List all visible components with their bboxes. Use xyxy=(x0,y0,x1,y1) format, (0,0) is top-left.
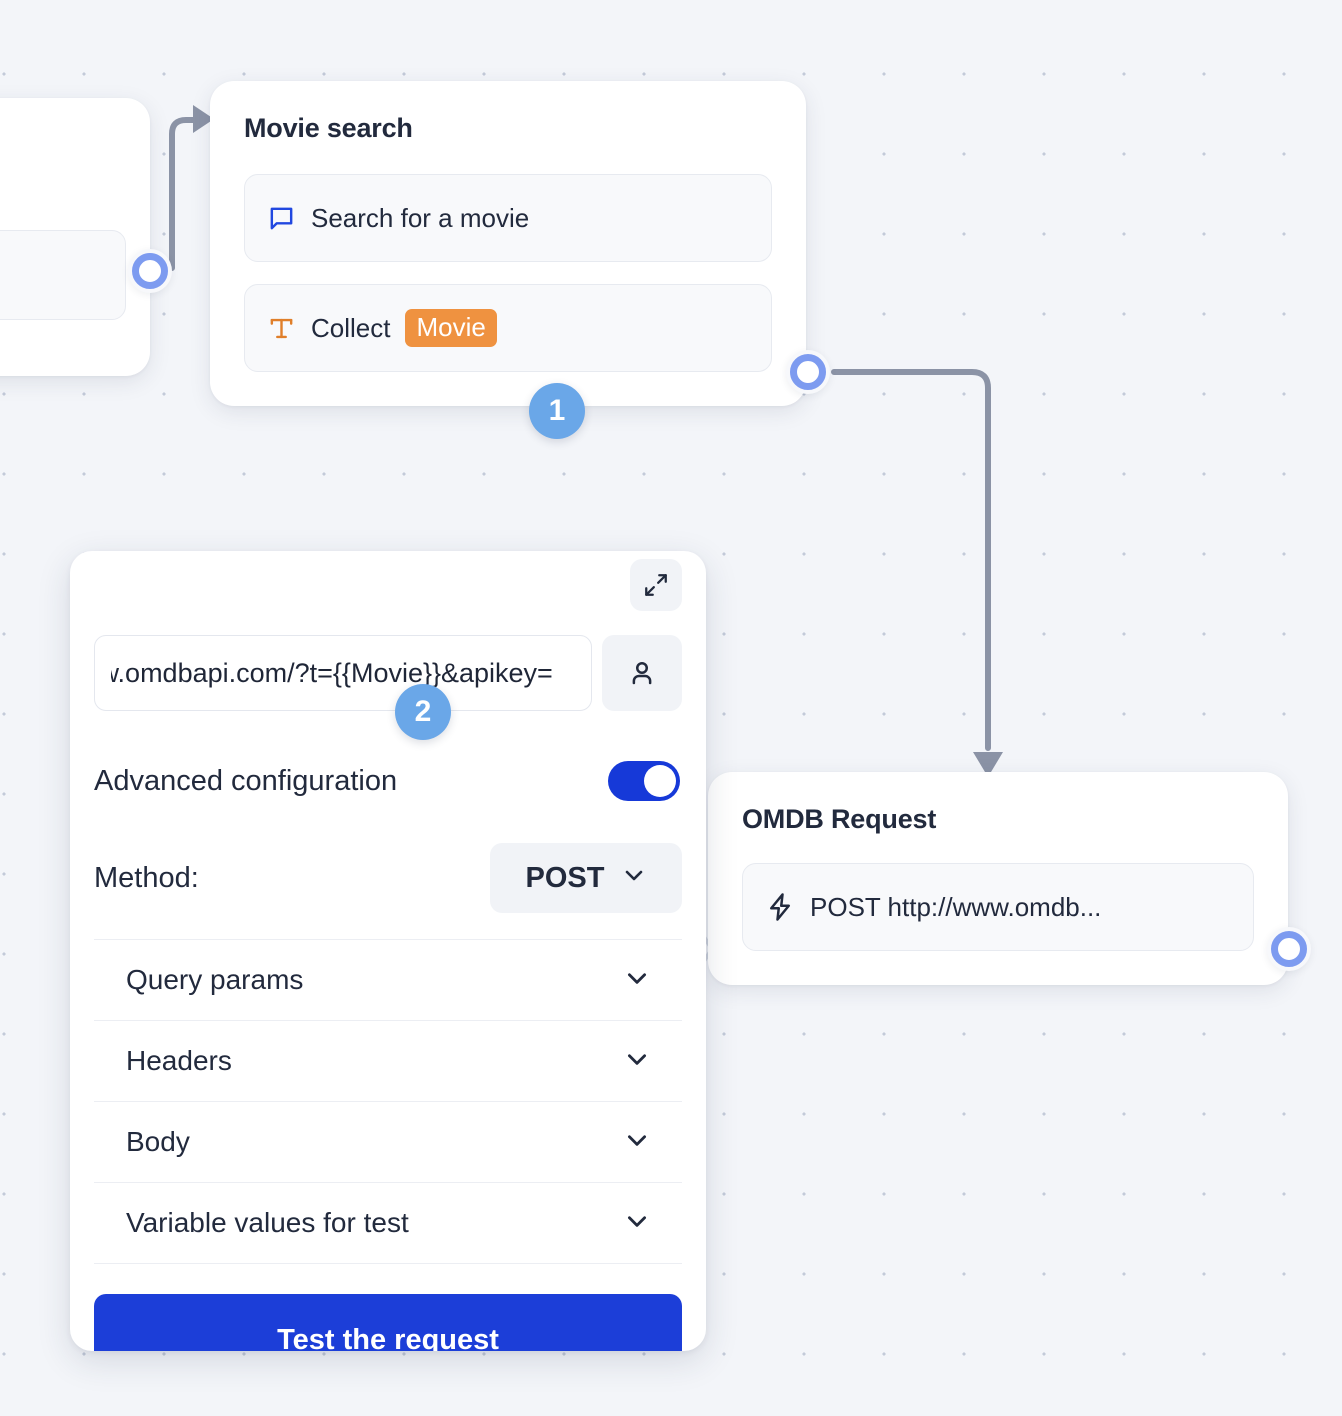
method-select[interactable]: POST xyxy=(490,843,682,913)
test-request-button[interactable]: Test the request xyxy=(94,1294,682,1351)
trigger-node[interactable] xyxy=(0,98,150,376)
omdb-request-row-label: POST http://www.omdb... xyxy=(810,891,1102,922)
accordion-headers[interactable]: Headers xyxy=(94,1021,682,1102)
accordion-query-params-label: Query params xyxy=(126,964,304,995)
method-row: Method: POST xyxy=(94,843,682,940)
edge-movie-to-omdb xyxy=(831,369,991,751)
movie-search-row-label: Search for a movie xyxy=(311,202,530,233)
handle-trigger-output[interactable] xyxy=(128,249,172,293)
lightning-bolt-icon xyxy=(765,892,795,922)
chevron-down-icon xyxy=(624,1208,650,1239)
accordion-body[interactable]: Body xyxy=(94,1102,682,1183)
advanced-configuration-row: Advanced configuration xyxy=(94,761,682,801)
edge-trigger-to-movie xyxy=(169,117,199,271)
accordion-variable-values[interactable]: Variable values for test xyxy=(94,1183,682,1264)
step-badge-2: 2 xyxy=(395,684,451,740)
chevron-down-icon xyxy=(624,1046,650,1077)
movie-search-title: Movie search xyxy=(244,113,413,143)
omdb-request-node[interactable]: OMDB Request POST http://www.omdb... xyxy=(708,772,1288,985)
omdb-request-title: OMDB Request xyxy=(742,804,937,834)
movie-search-node[interactable]: Movie search Search for a movie Collect xyxy=(210,81,806,406)
method-label: Method: xyxy=(94,861,199,894)
movie-search-row-search[interactable]: Search for a movie xyxy=(244,174,772,262)
url-row xyxy=(94,635,682,711)
omdb-request-row[interactable]: POST http://www.omdb... xyxy=(742,863,1254,951)
chevron-down-icon xyxy=(624,1127,650,1158)
handle-omdb-request-output[interactable] xyxy=(1267,927,1311,971)
credentials-user-icon[interactable] xyxy=(602,635,682,711)
text-variable-icon xyxy=(267,314,296,343)
variable-chip-movie[interactable]: Movie xyxy=(405,308,497,348)
accordion-headers-label: Headers xyxy=(126,1045,232,1076)
expand-icon[interactable] xyxy=(630,559,682,611)
accordion-body-label: Body xyxy=(126,1126,190,1157)
movie-search-collect-label: Collect xyxy=(311,312,391,343)
request-config-panel[interactable]: Advanced configuration Method: POST Quer… xyxy=(70,551,706,1351)
method-select-value: POST xyxy=(525,861,605,894)
step-badge-1: 1 xyxy=(529,383,585,439)
trigger-node-row[interactable] xyxy=(0,230,126,320)
advanced-configuration-label: Advanced configuration xyxy=(94,764,398,797)
request-url-input[interactable] xyxy=(94,635,592,711)
accordion-query-params[interactable]: Query params xyxy=(94,940,682,1021)
chat-bubble-icon xyxy=(267,204,296,233)
accordion-variable-values-label: Variable values for test xyxy=(126,1207,409,1238)
movie-search-row-collect[interactable]: Collect Movie xyxy=(244,284,772,372)
chevron-down-icon xyxy=(622,862,646,895)
advanced-configuration-toggle[interactable] xyxy=(608,761,680,801)
chevron-down-icon xyxy=(624,965,650,996)
handle-movie-search-output[interactable] xyxy=(786,350,830,394)
